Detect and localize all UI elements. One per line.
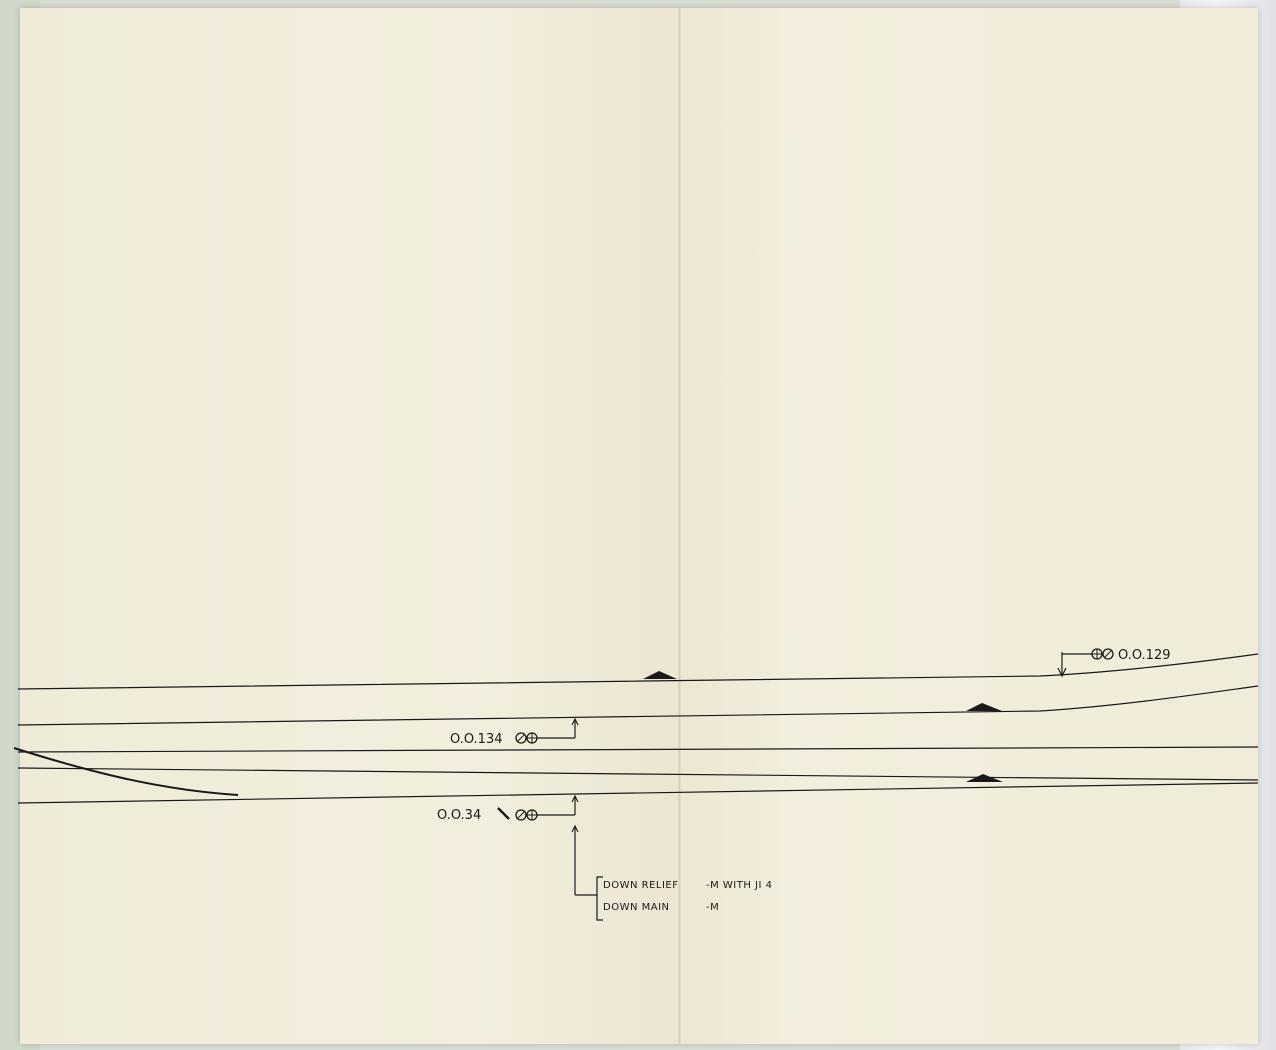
track-line-4	[17, 767, 1259, 781]
marker-triangle-2	[966, 703, 1002, 711]
signal-head-icon	[515, 732, 527, 744]
diverging-track	[13, 747, 239, 796]
signal-label: O.O.129	[1118, 648, 1171, 663]
route-indication: DOWN RELIEF -M WITH JI 4 DOWN MAIN -M	[571, 824, 773, 921]
track-line-1	[17, 653, 1259, 690]
route-code-label: -M	[706, 902, 719, 913]
marker-triangle-1	[643, 671, 677, 679]
signal-label: O.O.134	[450, 732, 503, 747]
center-fold	[678, 8, 681, 1044]
route-line-label: DOWN MAIN	[603, 902, 670, 913]
right-page	[680, 8, 1258, 1044]
track-line-3	[17, 746, 1259, 753]
paper-sheet	[20, 8, 1258, 1044]
route-indicator-icon	[497, 807, 510, 820]
signal-o-o-134: O.O.134	[450, 717, 579, 747]
track-line-5	[17, 782, 1259, 804]
signal-o-o-129: O.O.129	[1057, 648, 1171, 678]
signal-o-o-34: O.O.34	[437, 794, 579, 823]
left-page	[20, 8, 680, 1044]
bracket-icon	[596, 876, 603, 921]
marker-triangle-3	[966, 774, 1003, 782]
signal-label: O.O.34	[437, 808, 481, 823]
signal-head-icon	[515, 809, 527, 821]
route-line-label: DOWN RELIEF	[603, 880, 678, 891]
signal-head-icon	[1102, 648, 1114, 660]
track-line-2	[17, 685, 1259, 726]
route-code-label: -M WITH JI 4	[706, 880, 773, 891]
